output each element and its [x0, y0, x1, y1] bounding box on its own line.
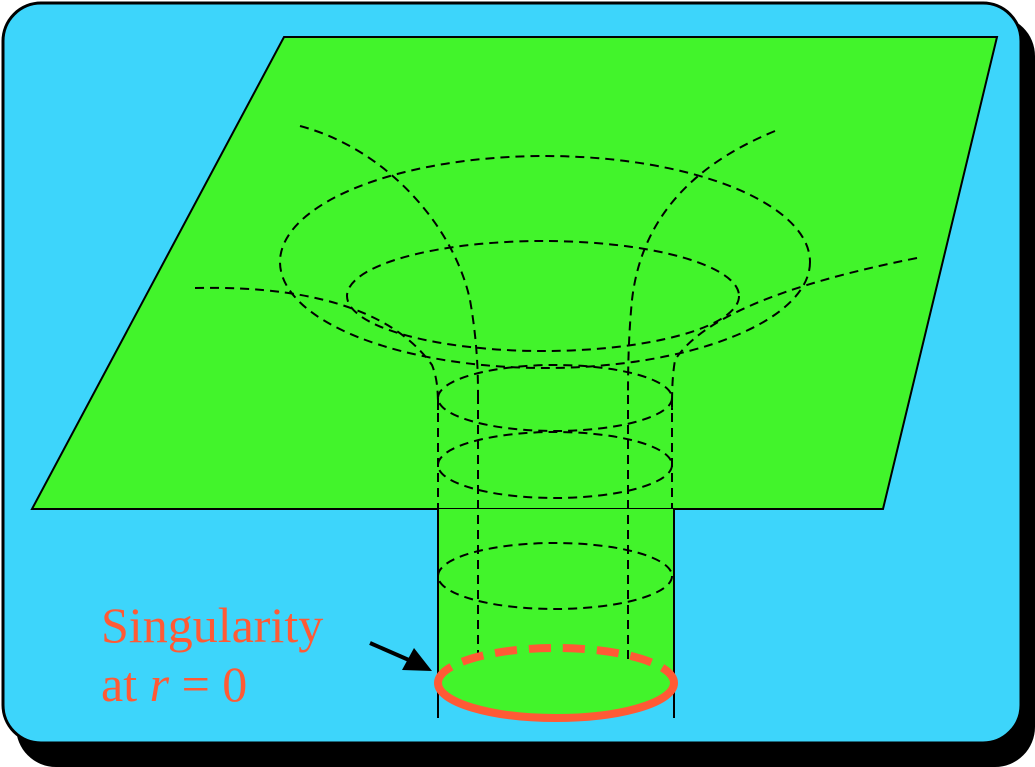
spacetime-sheet: [30, 36, 999, 510]
funnel-outer-ring: [279, 155, 811, 369]
funnel-inner-ring: [346, 240, 740, 352]
singularity-ring-front: [434, 682, 678, 722]
hidden-funnel-lines: [194, 125, 918, 665]
singularity-ring-back: [434, 644, 678, 684]
tube-ring-3: [437, 542, 673, 610]
funnel-curve-left-top: [299, 125, 479, 396]
singularity-label-suffix: = 0: [169, 656, 247, 712]
tube-bottom-fill: [438, 648, 674, 718]
singularity-label-variable: r: [150, 656, 170, 712]
singularity-label-line2: at r = 0: [101, 656, 247, 712]
funnel-curve-right-top: [627, 130, 776, 396]
pointer-arrow-head: [402, 648, 432, 671]
funnel-curve-left: [194, 286, 439, 411]
singularity-label-prefix: at: [101, 656, 150, 712]
singularity-label-line1: Singularity: [101, 597, 323, 653]
